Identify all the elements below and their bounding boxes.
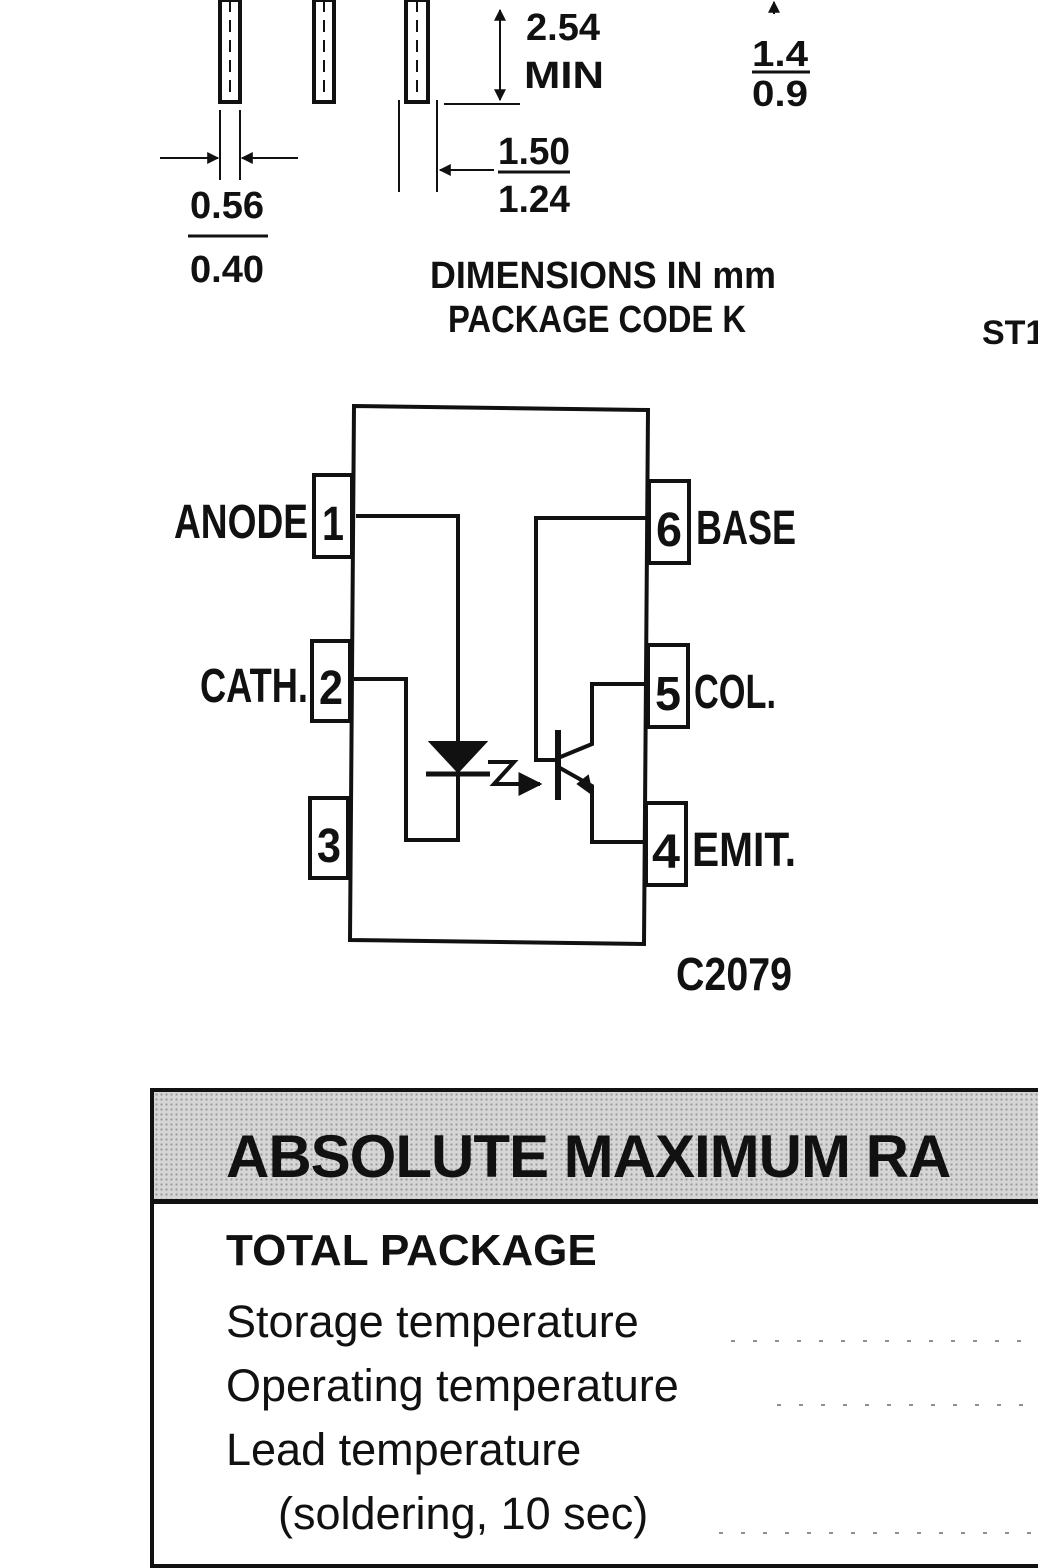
rating-row: Lead temperature [226, 1424, 581, 1476]
dot-leader [722, 1338, 1038, 1344]
ratings-header: ABSOLUTE MAXIMUM RA [154, 1092, 1038, 1204]
ratings-title: ABSOLUTE MAXIMUM RA [226, 1123, 951, 1190]
pin-6-number: 6 [656, 504, 682, 557]
pinout-schematic [308, 403, 691, 947]
absolute-maximum-ratings-table: ABSOLUTE MAXIMUM RA TOTAL PACKAGE Storag… [150, 1088, 1038, 1568]
dim-lead-min-label: MIN [524, 55, 604, 97]
pin-1-number: 1 [322, 498, 344, 551]
pin-6-box [647, 479, 691, 565]
package-body [347, 403, 651, 947]
rating-label: Lead temperature [226, 1424, 582, 1475]
base-wire [534, 516, 647, 762]
cropped-edge-text: ST1 [982, 314, 1038, 352]
rating-row: Storage temperature [226, 1296, 639, 1348]
dim-height-bottom: 0.9 [752, 73, 808, 114]
rating-label: (soldering, 10 sec) [278, 1488, 649, 1539]
light-emission-icon [488, 760, 520, 786]
dim-height-top: 1.4 [752, 33, 808, 74]
pin-2-box [310, 639, 352, 723]
rating-label: Storage temperature [226, 1296, 639, 1347]
section-heading: TOTAL PACKAGE [226, 1226, 597, 1275]
dim-lead-width-top: 0.56 [190, 185, 264, 227]
dim-spacing-bottom: 1.24 [498, 179, 570, 221]
cathode-wire [354, 677, 460, 842]
rating-row: (soldering, 10 sec) [278, 1488, 648, 1540]
dimensions-caption: DIMENSIONS IN mm [430, 255, 776, 297]
collector-wire [557, 682, 646, 760]
emitter-arrow [576, 774, 594, 797]
pin-2-number: 2 [319, 662, 343, 715]
pin-1-box [312, 473, 354, 559]
pin-5-number: 5 [655, 668, 681, 721]
lead-middle [312, 0, 336, 104]
pin-4-number: 4 [652, 826, 680, 879]
package-drawing: 2.54 MIN 1.4 0.9 1.50 1.24 0.56 0.40 DIM… [160, 0, 1038, 1000]
pin-5-box [646, 643, 690, 729]
lead-outline [160, 0, 780, 192]
dim-lead-min-value: 2.54 [526, 7, 600, 49]
pin-4-label: EMIT. [692, 824, 796, 877]
lead-right [404, 0, 430, 104]
led-triangle [427, 741, 489, 774]
pin-3-box [308, 796, 350, 880]
pin-2-label: CATH. [200, 660, 308, 713]
dim-spacing-top: 1.50 [498, 131, 570, 173]
dot-leader [768, 1402, 1038, 1408]
pin-3-number: 3 [317, 820, 341, 873]
emitter-wire [559, 766, 645, 844]
pin-5-label: COL. [694, 666, 776, 719]
rating-row: Operating temperature [226, 1360, 679, 1412]
dot-leader [710, 1530, 1038, 1536]
package-code-caption: PACKAGE CODE K [448, 299, 746, 341]
pin-4-box [644, 801, 688, 887]
dim-lead-width-bottom: 0.40 [190, 249, 264, 291]
rating-label: Operating temperature [226, 1360, 679, 1411]
pin-6-label: BASE [696, 502, 796, 555]
figure-code: C2079 [676, 948, 792, 1000]
lead-left [218, 0, 242, 104]
pin-1-label: ANODE [174, 496, 308, 549]
anode-wire [356, 514, 460, 742]
